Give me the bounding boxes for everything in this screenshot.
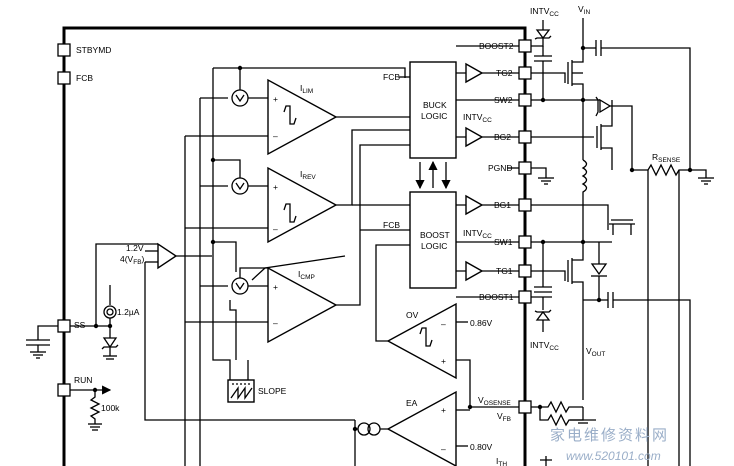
svg-text:ITH: ITH (496, 456, 507, 466)
pin-run-label: RUN (74, 375, 92, 385)
pin-boost1 (518, 290, 532, 304)
slope-generator: SLOPE (227, 379, 287, 403)
driver-tg2 (456, 62, 488, 84)
pin-ss-label: SS (74, 320, 86, 330)
svg-text:IREV: IREV (300, 169, 316, 181)
svg-text:BOOST: BOOST (420, 230, 450, 240)
pin-tg2 (518, 66, 532, 80)
comparator-icmp: + – ICMP (267, 144, 410, 344)
icmp-sense-node (231, 255, 346, 295)
buck-logic-block: BUCK LOGIC FCB (383, 61, 457, 159)
driver-bg2: INTVCC (456, 112, 492, 148)
svg-text:ILIM: ILIM (300, 83, 313, 95)
ov-ref-label: 0.86V (470, 318, 493, 328)
internal-buses (184, 65, 406, 466)
ov-label: OV (406, 310, 419, 320)
comparator-ilim: + – ILIM (267, 78, 410, 156)
watermark-url: www.520101.com (566, 449, 661, 463)
logic-interconnect (415, 160, 451, 190)
svg-text:RSENSE: RSENSE (652, 152, 681, 164)
svg-text:ICMP: ICMP (298, 269, 315, 281)
error-amplifier: + – EA 0.80V (352, 390, 493, 466)
svg-text:VFB: VFB (497, 411, 511, 423)
external-power-stage: INTVCC VIN (497, 4, 714, 466)
pin-vosense (518, 400, 532, 414)
pin-boost2 (518, 39, 532, 53)
soft-start-clamp: 1.2V 4(VFB) (95, 242, 355, 421)
comparator-ov: – + OV 0.86V (375, 244, 519, 408)
ss-current-label: 1.2µA (117, 307, 140, 317)
svg-text:–: – (273, 224, 278, 234)
svg-text:LOGIC: LOGIC (421, 241, 447, 251)
svg-text:PGND: PGND (488, 163, 513, 173)
svg-text:–: – (441, 444, 446, 454)
svg-text:BUCK: BUCK (423, 100, 447, 110)
pin-bg2 (518, 130, 532, 144)
clamp-1v2-label: 1.2V (126, 243, 144, 253)
pin-bg1 (518, 198, 532, 212)
run-resistor-label: 100k (101, 403, 120, 413)
svg-text:INTVCC: INTVCC (530, 6, 559, 18)
boost-fcb-label: FCB (383, 220, 400, 230)
pin-tg1 (518, 264, 532, 278)
run-resistor: 100k (70, 385, 120, 431)
svg-text:–: – (441, 319, 446, 329)
svg-text:–: – (273, 131, 278, 141)
watermark-cn: 家电维修资料网 (550, 427, 669, 444)
irev-sense-node (231, 177, 268, 195)
driver-tg1 (456, 260, 488, 282)
pin-fcb-label: FCB (76, 73, 93, 83)
watermark: 家电维修资料网 www.520101.com (550, 427, 669, 463)
ea-ref-label: 0.80V (470, 442, 493, 452)
svg-text:LOGIC: LOGIC (421, 111, 447, 121)
svg-text:–: – (273, 318, 278, 328)
pin-stbymd: STBYMD (57, 43, 111, 57)
svg-text:+: + (441, 356, 446, 366)
svg-text:4(VFB): 4(VFB) (120, 254, 145, 266)
comparator-irev: + – IREV (267, 129, 410, 244)
pin-fcb: FCB (57, 71, 93, 85)
svg-text:+: + (273, 94, 278, 104)
ss-capacitor (26, 325, 58, 359)
ilim-sense-node (231, 89, 268, 107)
svg-text:+: + (273, 282, 278, 292)
svg-text:+: + (273, 182, 278, 192)
ea-label: EA (406, 398, 418, 408)
svg-text:+: + (441, 405, 446, 415)
pin-sw2 (518, 93, 532, 107)
slope-label: SLOPE (258, 386, 287, 396)
right-pins: BOOST2 TG2 SW2 BG2 PGND BG1 SW1 TG1 BOOS… (456, 39, 532, 466)
buck-fcb-label: FCB (383, 72, 400, 82)
pin-pgnd (518, 161, 532, 175)
pin-sw1 (518, 235, 532, 249)
pin-stbymd-label: STBYMD (76, 45, 111, 55)
svg-text:INTVCC: INTVCC (463, 112, 492, 124)
boost-logic-block: BOOST LOGIC FCB (383, 191, 457, 289)
svg-text:INTVCC: INTVCC (463, 228, 492, 240)
ss-current-source: 1.2µA (70, 285, 140, 360)
driver-bg1: INTVCC (456, 194, 492, 240)
svg-text:VOSENSE: VOSENSE (478, 395, 511, 407)
svg-text:VIN: VIN (578, 4, 590, 16)
svg-text:VOUT: VOUT (586, 346, 605, 358)
svg-text:INTVCC: INTVCC (530, 340, 559, 352)
